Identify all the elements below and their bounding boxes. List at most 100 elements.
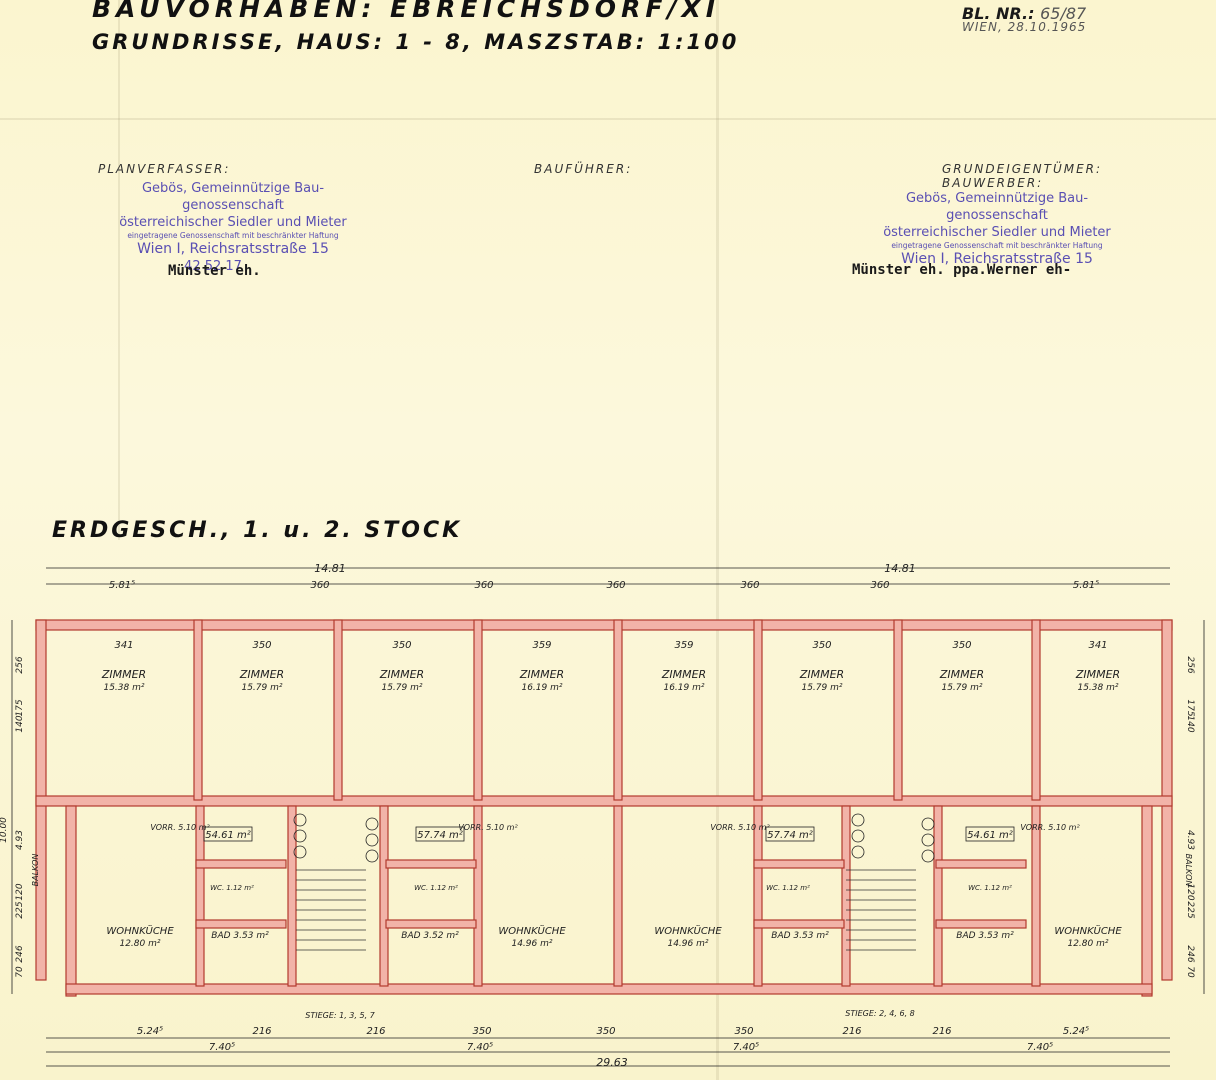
wall-segment xyxy=(473,805,483,987)
room-label-bad-0: BAD 3.53 m² xyxy=(211,931,269,941)
project-title: BAUVORHABEN: EBREICHSDORF/XI xyxy=(92,0,721,23)
room-area-zimmer-3: 16.19 m² xyxy=(521,683,562,693)
dim-top-0: 5.81⁵ xyxy=(109,580,135,591)
wall-segment xyxy=(65,983,1153,995)
room-label-bad-1: BAD 3.52 m² xyxy=(401,931,459,941)
apartment-area-box xyxy=(415,826,465,842)
company-stamp-left: Gebös, Gemeinnützige Bau- genossenschaft… xyxy=(118,180,348,275)
dim-left-1: 175 xyxy=(15,699,25,716)
wall-segment xyxy=(195,805,205,987)
wall-segment xyxy=(753,805,763,987)
wall-segment xyxy=(35,619,1173,631)
apartment-area-box xyxy=(765,826,815,842)
dim-left-6: 225 xyxy=(15,901,25,918)
wall-segment xyxy=(1031,619,1041,801)
wall-segment xyxy=(287,805,297,987)
apartment-area-box xyxy=(965,826,1015,842)
dim-left-0: 256 xyxy=(15,656,25,673)
paper-fold-vertical xyxy=(716,0,719,1080)
wall-segment xyxy=(65,805,77,997)
wall-segment xyxy=(35,795,1173,807)
drawing-subtitle: GRUNDRISSE, HAUS: 1 - 8, MASZSTAB: 1:100 xyxy=(92,30,740,54)
dim-top-1: 360 xyxy=(310,580,329,591)
dim-room-width-2: 350 xyxy=(392,640,411,651)
walls xyxy=(35,619,1173,997)
dim-overall-left: 14.81 xyxy=(314,562,346,575)
sheet-number-label: BL. NR.: xyxy=(962,4,1035,23)
dim-top-5: 360 xyxy=(870,580,889,591)
stair-circle-marker xyxy=(293,845,307,859)
stair-circle-marker xyxy=(921,833,935,847)
wall-segment xyxy=(195,859,287,869)
stamp-right-line-4: eingetragene Genossenschaft mit beschrän… xyxy=(891,241,1103,250)
dimension-lines xyxy=(11,567,1205,1067)
stair-circle-marker xyxy=(921,849,935,863)
room-name-zimmer-3: ZIMMER xyxy=(519,668,564,681)
stair-circle-marker xyxy=(365,849,379,863)
wall-segment xyxy=(613,619,623,801)
room-name-zimmer-0: ZIMMER xyxy=(101,668,146,681)
dim-bottom-4: 350 xyxy=(596,1026,615,1037)
signature-left: Münster eh. xyxy=(168,263,261,279)
company-stamp-right: Gebös, Gemeinnützige Bau- genossenschaft… xyxy=(882,190,1112,268)
baufuehrer-label: BAUFÜHRER: xyxy=(534,162,633,176)
floor-plan-title: ERDGESCH., 1. u. 2. STOCK xyxy=(52,518,463,543)
stamp-line-2: genossenschaft xyxy=(182,198,284,213)
room-area-wohnkueche-1: 14.96 m² xyxy=(511,939,552,949)
stamp-right-line-2: genossenschaft xyxy=(946,208,1048,223)
wall-segment xyxy=(933,805,943,987)
stair-circle-marker xyxy=(851,845,865,859)
dim-room-width-0: 341 xyxy=(114,640,133,651)
dim-room-width-1: 350 xyxy=(252,640,271,651)
room-area-zimmer-7: 15.38 m² xyxy=(1077,683,1118,693)
stair-label-left: STIEGE: 1, 3, 5, 7 xyxy=(305,1011,375,1020)
wall-segment xyxy=(379,805,389,987)
wall-segment xyxy=(193,619,203,801)
room-label-bad-2: BAD 3.53 m² xyxy=(771,931,829,941)
stair-circle-marker xyxy=(851,813,865,827)
stamp-line-1: Gebös, Gemeinnützige Bau- xyxy=(141,181,325,196)
drawing-date: WIEN, 28.10.1965 xyxy=(962,20,1087,34)
stamp-right-line-1: Gebös, Gemeinnützige Bau- xyxy=(905,191,1089,206)
wall-segment xyxy=(893,619,903,801)
stair-circle-marker xyxy=(365,833,379,847)
wall-segment xyxy=(385,859,477,869)
stair-circle-marker xyxy=(293,813,307,827)
dim-bottom2-3: 7.40⁵ xyxy=(1027,1042,1053,1053)
dim-top-3: 360 xyxy=(606,580,625,591)
dim-right-0: 256 xyxy=(1185,656,1195,673)
dim-left-7: 246 xyxy=(15,945,25,962)
dim-room-width-5: 350 xyxy=(812,640,831,651)
dim-bottom2-0: 7.40⁵ xyxy=(209,1042,235,1053)
dim-bottom-7: 216 xyxy=(932,1026,951,1037)
stamp-line-4: eingetragene Genossenschaft mit beschrän… xyxy=(127,231,339,240)
apartment-area-1: 57.74 m² xyxy=(417,830,463,841)
dim-right-6: 246 xyxy=(1185,945,1195,962)
stamp-right-line-5: Wien I, Reichsratsstraße 15 xyxy=(901,251,1093,267)
room-label-wc-0: WC. 1.12 m² xyxy=(210,884,254,892)
sheet-number: BL. NR.: 65/87 xyxy=(962,4,1086,23)
dim-bottom-8: 5.24⁵ xyxy=(1063,1026,1089,1037)
bauwerber-label: BAUWERBER: xyxy=(942,176,1044,190)
wall-segment xyxy=(1031,805,1041,987)
wall-segment xyxy=(753,619,763,801)
dim-top-4: 360 xyxy=(740,580,759,591)
dim-room-width-4: 359 xyxy=(674,640,693,651)
dim-right-5: 225 xyxy=(1185,901,1195,918)
dim-right-2: 140 xyxy=(1185,715,1195,732)
paper-fold-left xyxy=(118,0,120,540)
apartment-area-3: 54.61 m² xyxy=(967,830,1013,841)
room-area-zimmer-0: 15.38 m² xyxy=(103,683,144,693)
dim-total-length: 29.63 xyxy=(596,1056,628,1069)
room-name-zimmer-4: ZIMMER xyxy=(661,668,706,681)
room-area-zimmer-2: 15.79 m² xyxy=(381,683,422,693)
balcony-label-left: BALKON xyxy=(31,854,40,887)
room-area-wohnkueche-0: 12.80 m² xyxy=(119,939,160,949)
wall-segment xyxy=(753,919,845,929)
wall-segment xyxy=(473,619,483,801)
dim-bottom-0: 5.24⁵ xyxy=(137,1026,163,1037)
stair-circle-marker xyxy=(293,829,307,843)
dim-room-width-6: 350 xyxy=(952,640,971,651)
apartment-area-box xyxy=(203,826,253,842)
room-name-wohnkueche-3: WOHNKÜCHE xyxy=(1054,924,1122,937)
